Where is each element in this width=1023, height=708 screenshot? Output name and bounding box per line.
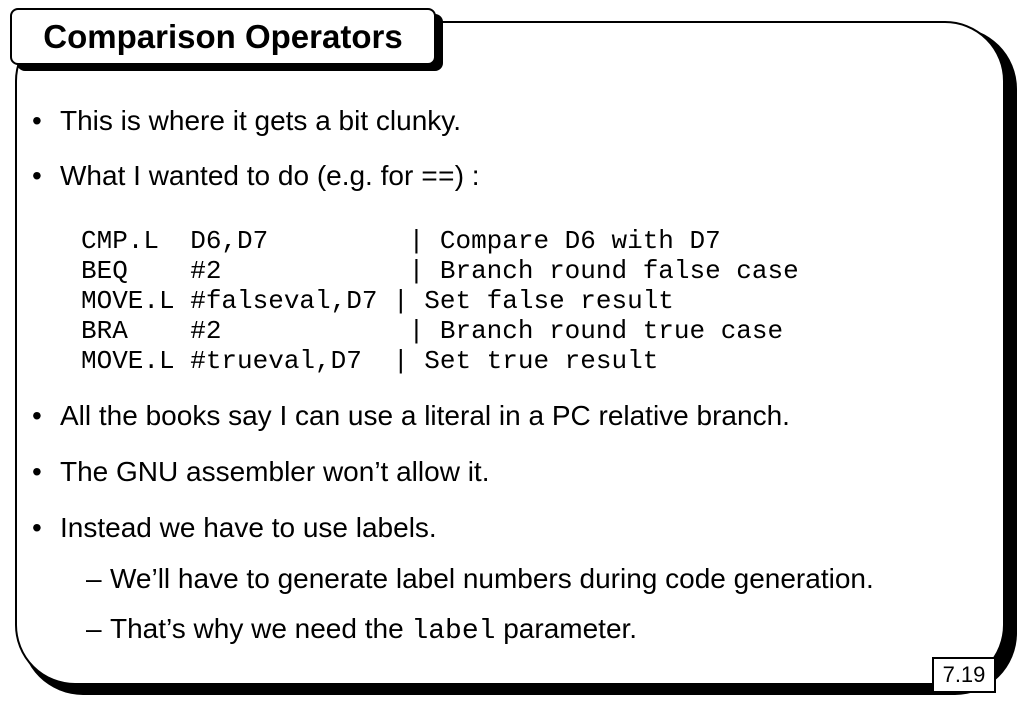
bullet-text: ) : [454,160,480,191]
dash-glyph: – [86,563,102,594]
sub-bullet-text: parameter. [495,613,638,644]
slide-frame [15,21,1005,685]
bullet-glyph: • [32,512,42,543]
code-line: CMP.L D6,D7 | Compare D6 with D7 [81,226,721,256]
bullet-glyph: • [32,400,42,431]
bullet-text: All the books say I can use a literal in… [60,400,790,431]
bullet-text: The GNU assembler won’t allow it. [60,456,490,487]
code-line: BEQ #2 | Branch round false case [81,256,799,286]
sub-bullet-item: –We’ll have to generate label numbers du… [86,563,874,595]
slide-title: Comparison Operators [43,17,403,55]
bullet-glyph: • [32,160,42,191]
dash-glyph: – [86,613,102,644]
bullet-item: • The GNU assembler won’t allow it. [32,456,489,488]
bullet-item: • This is where it gets a bit clunky. [32,105,461,137]
bullet-item: • All the books say I can use a literal i… [32,400,790,432]
code-line: MOVE.L #falseval,D7 | Set false result [81,286,674,316]
sub-bullet-text: We’ll have to generate label numbers dur… [110,563,874,594]
code-line: BRA #2 | Branch round true case [81,316,784,346]
bullet-text: What I wanted to do (e.g. for [60,160,422,191]
sub-bullet-text: That’s why we need the [110,613,412,644]
inline-code: label [411,616,496,647]
bullet-item: • What I wanted to do (e.g. for ==) : [32,160,480,194]
sub-bullet-item: –That’s why we need the label parameter. [86,613,637,647]
bullet-text: This is where it gets a bit clunky. [60,105,461,136]
bullet-item: • Instead we have to use labels. [32,512,437,544]
code-line: MOVE.L #trueval,D7 | Set true result [81,346,659,376]
bullet-glyph: • [32,456,42,487]
bullet-glyph: • [32,105,42,136]
title-box: Comparison Operators [10,8,436,65]
page-number: 7.19 [932,657,996,693]
bullet-text: Instead we have to use labels. [60,512,437,543]
inline-code: == [421,163,455,194]
page-number-text: 7.19 [942,662,986,687]
